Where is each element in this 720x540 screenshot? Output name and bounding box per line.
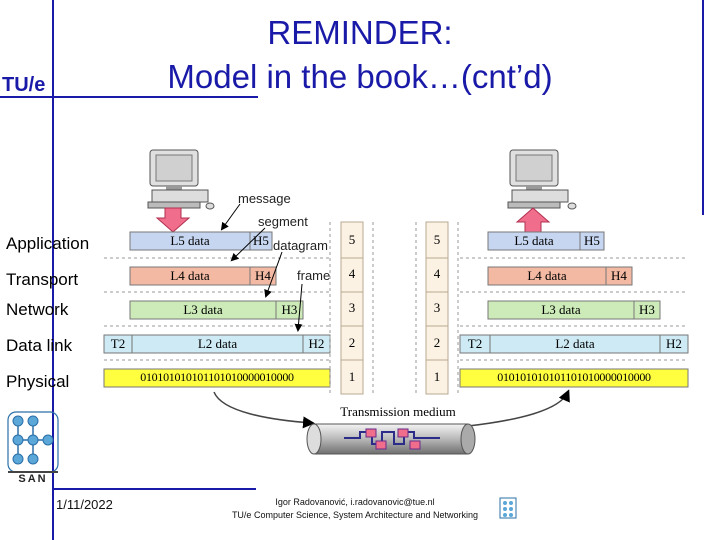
left-l5-data: L5 data [130,233,250,249]
slide-date: 1/11/2022 [56,497,113,512]
right-t2: T2 [460,336,490,352]
left-layer-number-2: 2 [341,335,363,351]
left-layer-number-4: 4 [341,266,363,282]
footer-department: TU/e Computer Science, System Architectu… [200,510,510,520]
left-computer-icon [148,150,214,209]
downward-path [214,392,312,423]
left-l2-data: L2 data [132,336,303,352]
upward-path [468,392,568,426]
right-l5-data: L5 data [488,233,580,249]
right-l4-data: L4 data [488,268,606,284]
left-l4-data: L4 data [130,268,250,284]
right-bits: 010101010101101010000010000 [460,370,688,385]
left-layer-number-3: 3 [341,300,363,316]
message-pointer [222,204,240,229]
san-logo-label: SAN [8,473,58,485]
annotation-frame: frame [297,268,330,283]
left-layer-number-1: 1 [341,369,363,385]
transmission-medium-label: Transmission medium [314,404,482,420]
left-h3: H3 [276,302,303,318]
right-layer-number-5: 5 [426,232,448,248]
send-down-arrow [157,208,189,232]
transmission-cable [307,424,475,454]
san-logo-icon [8,412,58,472]
right-l2-data: L2 data [490,336,660,352]
right-h4: H4 [606,268,632,284]
left-h2: H2 [303,336,330,352]
right-h3: H3 [634,302,660,318]
receive-up-arrow [517,208,549,232]
right-h2: H2 [660,336,688,352]
right-l3-data: L3 data [488,302,634,318]
annotation-datagram: datagram [273,238,328,253]
right-layer-number-4: 4 [426,266,448,282]
footer-author: Igor Radovanović, i.radovanovic@tue.nl [200,497,510,507]
annotation-segment: segment [258,214,308,229]
right-layer-number-2: 2 [426,335,448,351]
left-l3-data: L3 data [130,302,276,318]
right-computer-icon [508,150,576,209]
right-h5: H5 [580,233,604,249]
right-layer-number-3: 3 [426,300,448,316]
left-h5: H5 [250,233,272,249]
left-h4: H4 [250,268,276,284]
right-layer-number-1: 1 [426,369,448,385]
annotation-message: message [238,191,291,206]
left-layer-number-5: 5 [341,232,363,248]
left-bits: 010101010101101010000010000 [104,370,330,385]
left-t2: T2 [104,336,132,352]
